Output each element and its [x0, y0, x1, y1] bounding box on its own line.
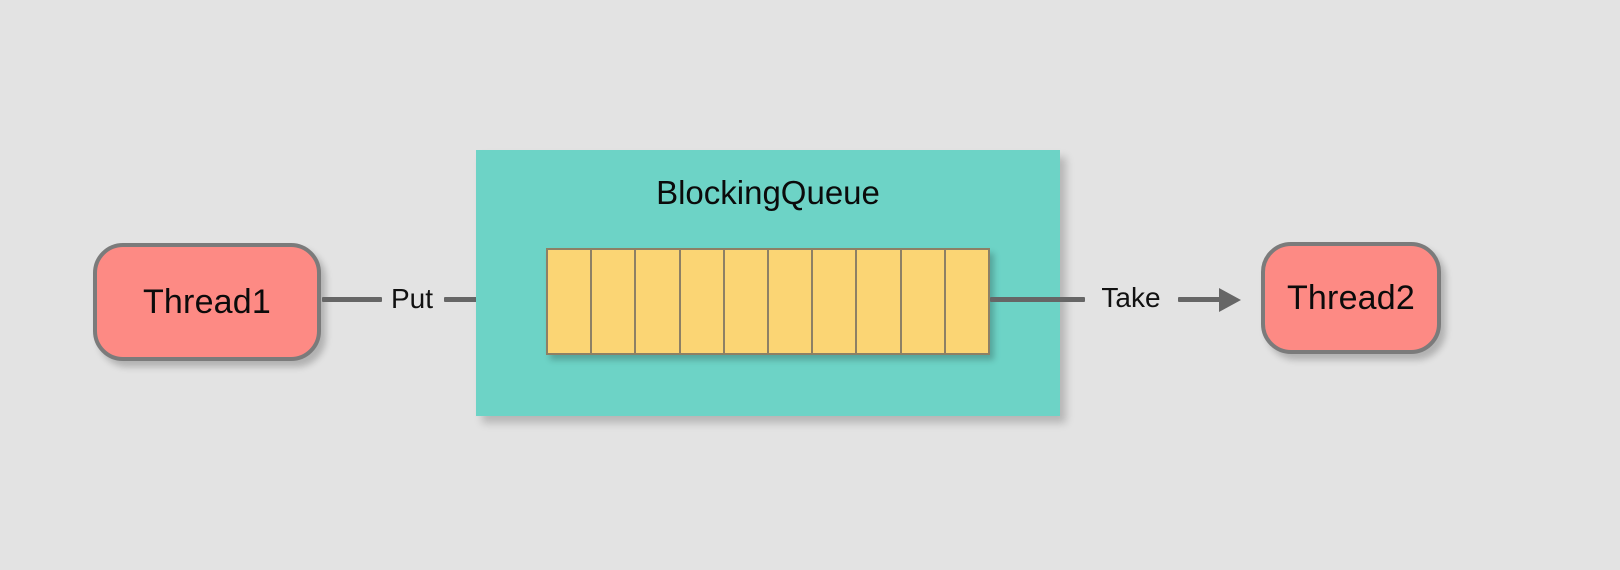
blocking-queue-container[interactable]: BlockingQueue	[476, 150, 1060, 416]
producer-thread-label: Thread1	[142, 283, 272, 321]
take-connector-line-left	[990, 297, 1085, 302]
queue-cell	[678, 248, 725, 355]
blocking-queue-title: BlockingQueue	[656, 174, 880, 211]
put-connector-label: Put	[390, 283, 434, 314]
queue-cell	[899, 248, 946, 355]
put-connector-line-left	[322, 297, 382, 302]
queue-cell	[767, 248, 814, 355]
queue-cell-strip	[546, 248, 991, 355]
queue-cell	[722, 248, 770, 355]
queue-cell	[634, 248, 681, 355]
take-connector-line-right	[1178, 297, 1220, 302]
queue-cell	[590, 248, 637, 355]
queue-cell	[943, 248, 991, 355]
queue-cell	[855, 248, 902, 355]
producer-thread-node[interactable]: Thread1	[93, 243, 321, 361]
take-arrowhead-icon	[1219, 288, 1241, 312]
take-connector-label: Take	[1101, 282, 1161, 313]
queue-cell	[546, 248, 593, 355]
consumer-thread-node[interactable]: Thread2	[1261, 242, 1441, 354]
consumer-thread-label: Thread2	[1286, 279, 1416, 317]
queue-cell	[811, 248, 858, 355]
